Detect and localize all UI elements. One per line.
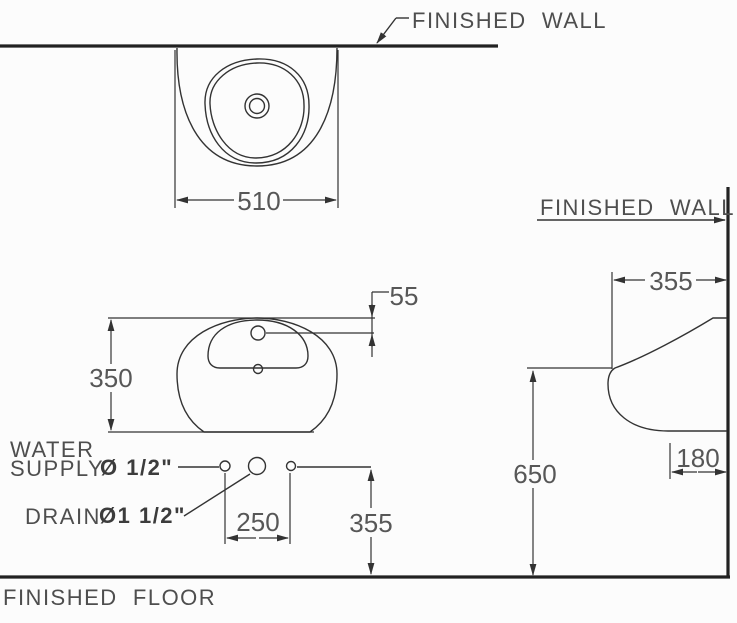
overflow-hole — [252, 363, 264, 375]
dim-250-lines — [224, 473, 291, 544]
dim-355-side-text: 355 — [649, 266, 693, 296]
finished-wall-top-label: FINISHED WALL — [412, 8, 607, 33]
dim-180-lines — [669, 443, 727, 479]
finished-floor-label: FINISHED FLOOR — [3, 585, 217, 610]
dim-55-text: 55 — [389, 281, 419, 311]
plan-basin-outline — [176, 47, 338, 167]
finished-wall-side-label: FINISHED WALL — [540, 195, 735, 220]
dim-55-lines — [368, 291, 389, 357]
dim-355-side-lines — [611, 272, 727, 369]
dim-350-text: 350 — [89, 363, 133, 393]
water-supply-label-line2: SUPPLY — [10, 456, 105, 481]
drain-size-label: Ø1 1/2" — [99, 503, 186, 528]
plan-rim-inner — [209, 62, 305, 159]
dim-355-front-text: 355 — [349, 508, 393, 538]
front-deck-outline — [207, 319, 309, 369]
plan-rim-outer — [204, 58, 310, 164]
drain-leader — [183, 473, 251, 517]
dim-250-text: 250 — [236, 507, 280, 537]
drain-label: DRAIN — [25, 504, 101, 529]
plan-view — [0, 17, 498, 208]
water-supply-size-label: Ø 1/2" — [100, 455, 174, 480]
faucet-hole — [250, 325, 266, 341]
front-view — [107, 291, 389, 575]
dim-650-lines — [527, 367, 612, 576]
drain-hole — [247, 456, 267, 476]
plan-drain-inner — [248, 97, 266, 115]
supply-hole-right — [285, 460, 297, 472]
side-basin-profile — [607, 317, 727, 432]
dim-510-text: 510 — [237, 186, 281, 216]
water-supply-label-line1: WATER — [10, 437, 95, 462]
dim-510-lines — [174, 50, 339, 208]
dim-650-text: 650 — [513, 459, 557, 489]
side-view — [527, 187, 730, 578]
plan-drain-outer — [244, 93, 270, 119]
supply-hole-left — [219, 460, 231, 472]
wall-leader-arrow — [376, 17, 397, 44]
front-extension-lines — [108, 317, 375, 433]
front-basin-outline — [176, 317, 338, 433]
dim-180-text: 180 — [676, 443, 720, 473]
